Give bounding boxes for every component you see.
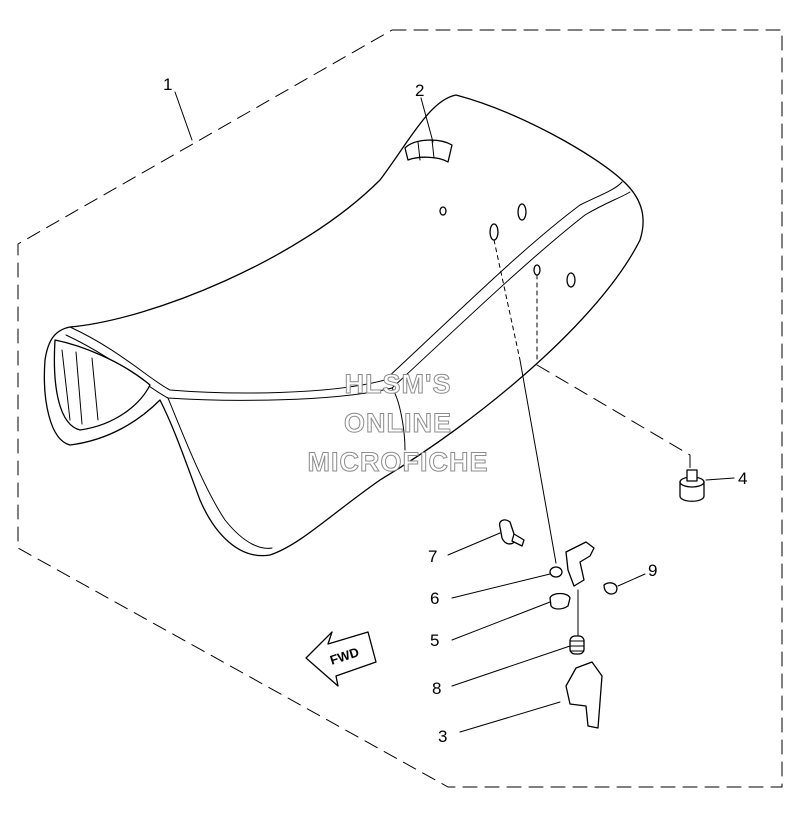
part-3-lock-hook <box>565 661 603 729</box>
seat-hole-5 <box>566 272 576 288</box>
watermark-line-3: MICROFICHE <box>308 447 489 477</box>
seat-front-rib-3 <box>91 357 99 421</box>
seat-hole-1 <box>439 206 447 216</box>
part-9-clip <box>603 582 618 595</box>
leader-5 <box>451 601 551 641</box>
part-4-damper <box>679 469 705 502</box>
guide-line-hook-solid <box>519 359 557 564</box>
seat-piping <box>69 181 623 394</box>
watermark-line-2: ONLINE <box>344 408 452 438</box>
part-6-washer <box>549 566 563 578</box>
callout-9: 9 <box>648 561 657 580</box>
seat-assembly <box>43 94 644 557</box>
seat-hole-4 <box>533 264 541 276</box>
assembly-boundary <box>17 29 783 788</box>
callout-7: 7 <box>428 547 437 566</box>
leader-9 <box>617 573 646 587</box>
leader-2 <box>420 97 434 143</box>
seat-body <box>43 94 644 557</box>
callout-2: 2 <box>415 81 424 100</box>
seat-piping-inner <box>65 191 631 401</box>
part-8-spring <box>569 635 585 655</box>
seat-side-line-2 <box>391 387 406 451</box>
seat-strap-fold <box>417 139 435 161</box>
seat-strap <box>404 139 453 163</box>
callout-6: 6 <box>430 589 439 608</box>
seat-front-opening <box>53 339 151 431</box>
seat-side-line <box>167 397 273 549</box>
callout-8: 8 <box>432 679 441 698</box>
leader-6 <box>451 573 551 599</box>
guide-line-damper-2 <box>536 364 691 469</box>
leader-8 <box>451 645 571 687</box>
watermark: HLSM'S ONLINE MICROFICHE <box>307 369 489 478</box>
callout-3: 3 <box>438 727 447 746</box>
leader-4 <box>705 477 735 481</box>
part-5-collar <box>549 592 571 610</box>
leader-3 <box>459 701 561 733</box>
seat-hole-3 <box>489 223 499 241</box>
fwd-direction-arrow: FWD <box>305 631 377 687</box>
part-7-bolt <box>499 519 525 547</box>
seat-hook-bracket <box>565 541 595 587</box>
leader-1 <box>174 91 193 141</box>
seat-hole-2 <box>517 203 527 221</box>
watermark-line-1: HLSM'S <box>345 369 452 399</box>
callout-4: 4 <box>738 469 747 488</box>
seat-front-rib-2 <box>75 351 83 425</box>
leader-7 <box>447 532 501 556</box>
guide-line-hook <box>493 239 521 361</box>
callout-5: 5 <box>430 631 439 650</box>
callout-1: 1 <box>163 75 172 94</box>
seat-front-rib-1 <box>61 349 71 421</box>
